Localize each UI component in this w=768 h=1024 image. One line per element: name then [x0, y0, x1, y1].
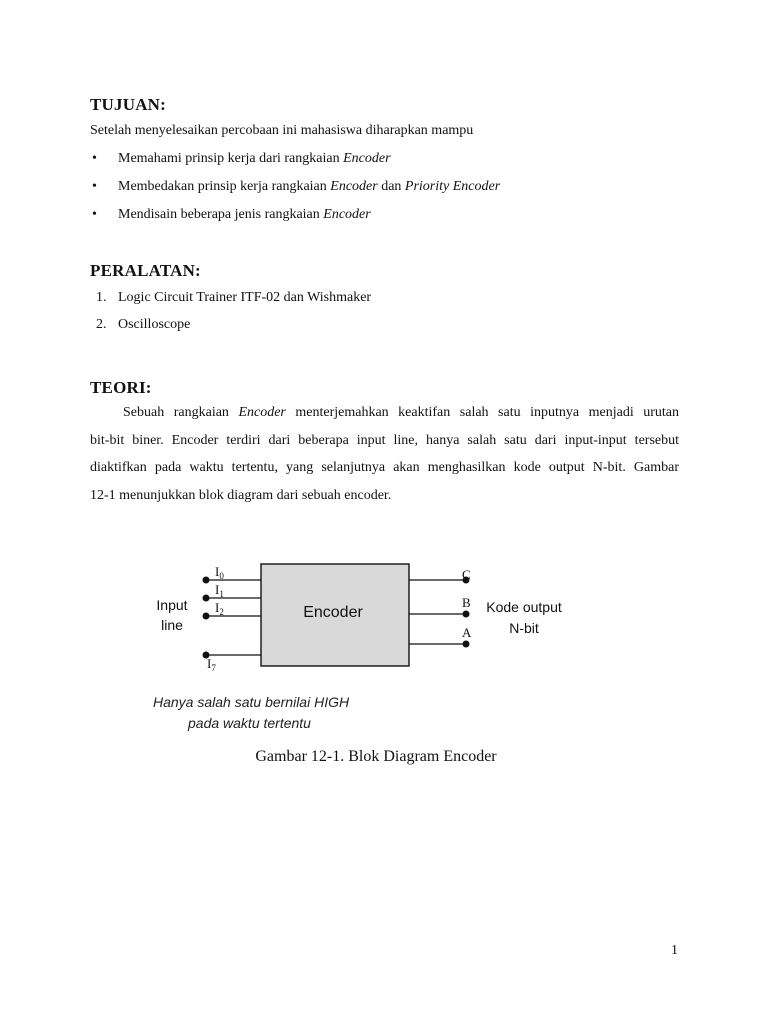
input-label-2-sub: 2 — [219, 607, 224, 617]
teori-line-1-end: menterjemahkan keaktifan salah satu inpu… — [285, 405, 679, 420]
teori-line-2: bit-bit biner. Encoder terdiri dari bebe… — [90, 433, 679, 448]
peralatan-item-2-number: 2. — [96, 317, 107, 332]
teori-line-1-em: Encoder — [238, 405, 286, 420]
input-line-label-1: Input — [156, 597, 187, 613]
output-label-c: C — [462, 567, 471, 582]
encoder-block — [260, 563, 410, 667]
heading-teori: TEORI: — [90, 378, 152, 397]
peralatan-item-2: Oscilloscope — [118, 317, 191, 332]
teori-line-4: 12-1 menunjukkan blok diagram dari sebua… — [90, 488, 392, 503]
input-label-7-letter: I — [207, 656, 211, 671]
tujuan-item-1-text: Memahami prinsip kerja dari rangkaian — [118, 151, 344, 166]
input-dot-7 — [202, 651, 210, 659]
input-dot-1 — [202, 594, 210, 602]
bullet-icon: • — [92, 207, 97, 222]
tujuan-item-3-em: Encoder — [323, 207, 371, 222]
tujuan-item-1-em: Encoder — [343, 151, 391, 166]
input-label-7: I7 — [207, 656, 216, 673]
input-label-1-sub: 1 — [219, 589, 224, 599]
input-line-label-2: line — [161, 617, 183, 633]
tujuan-item-2: Membedakan prinsip kerja rangkaian Encod… — [118, 179, 500, 195]
tujuan-item-1: Memahami prinsip kerja dari rangkaian En… — [118, 151, 391, 167]
teori-line-1: Sebuah rangkaian Encoder menterjemahkan … — [123, 405, 679, 421]
encoder-block-label: Encoder — [303, 604, 363, 621]
input-label-0-letter: I — [215, 564, 219, 579]
output-label-b: B — [462, 595, 471, 610]
output-label-a: A — [462, 625, 472, 640]
input-label-1-letter: I — [215, 582, 219, 597]
peralatan-item-1: Logic Circuit Trainer ITF-02 dan Wishmak… — [118, 290, 372, 305]
bullet-icon: • — [92, 151, 97, 166]
figure-caption: Gambar 12-1. Blok Diagram Encoder — [255, 748, 497, 765]
teori-line-1-start: Sebuah rangkaian — [123, 405, 239, 420]
diagram-note-line-2: pada waktu tertentu — [187, 715, 311, 731]
output-code-label-2: N-bit — [509, 620, 539, 636]
output-dot-c — [462, 576, 470, 584]
output-code-label-1: Kode output — [486, 599, 562, 615]
input-dot-2 — [202, 612, 210, 620]
tujuan-item-2-em: Encoder — [330, 179, 378, 194]
teori-line-3: diaktifkan pada waktu tertentu, yang sel… — [90, 460, 679, 475]
bullet-icon: • — [92, 179, 97, 194]
input-line-label: Input line — [156, 597, 187, 633]
page-number: 1 — [671, 943, 678, 958]
tujuan-item-3-text: Mendisain beberapa jenis rangkaian — [118, 207, 324, 222]
input-label-2-letter: I — [215, 600, 219, 615]
input-label-2: I2 — [215, 600, 224, 617]
input-label-0-sub: 0 — [219, 571, 224, 581]
tujuan-item-2-mid: dan — [377, 179, 405, 194]
input-label-1: I1 — [215, 582, 224, 599]
tujuan-item-2-text: Membedakan prinsip kerja rangkaian — [118, 179, 331, 194]
tujuan-item-3: Mendisain beberapa jenis rangkaian Encod… — [118, 207, 371, 223]
input-dot-0 — [202, 576, 210, 584]
diagram-note-line-1: Hanya salah satu bernilai HIGH — [153, 694, 350, 710]
input-label-0: I0 — [215, 564, 224, 581]
tujuan-item-2-em2: Priority Encoder — [404, 179, 501, 194]
heading-tujuan: TUJUAN: — [90, 95, 167, 114]
diagram-note: Hanya salah satu bernilai HIGH pada waktu… — [153, 694, 350, 731]
heading-peralatan: PERALATAN: — [90, 261, 201, 280]
output-dot-a — [462, 640, 470, 648]
output-dot-b — [462, 610, 470, 618]
input-label-7-sub: 7 — [211, 663, 216, 673]
tujuan-intro: Setelah menyelesaikan percobaan ini maha… — [90, 123, 474, 138]
peralatan-item-1-number: 1. — [96, 290, 107, 305]
